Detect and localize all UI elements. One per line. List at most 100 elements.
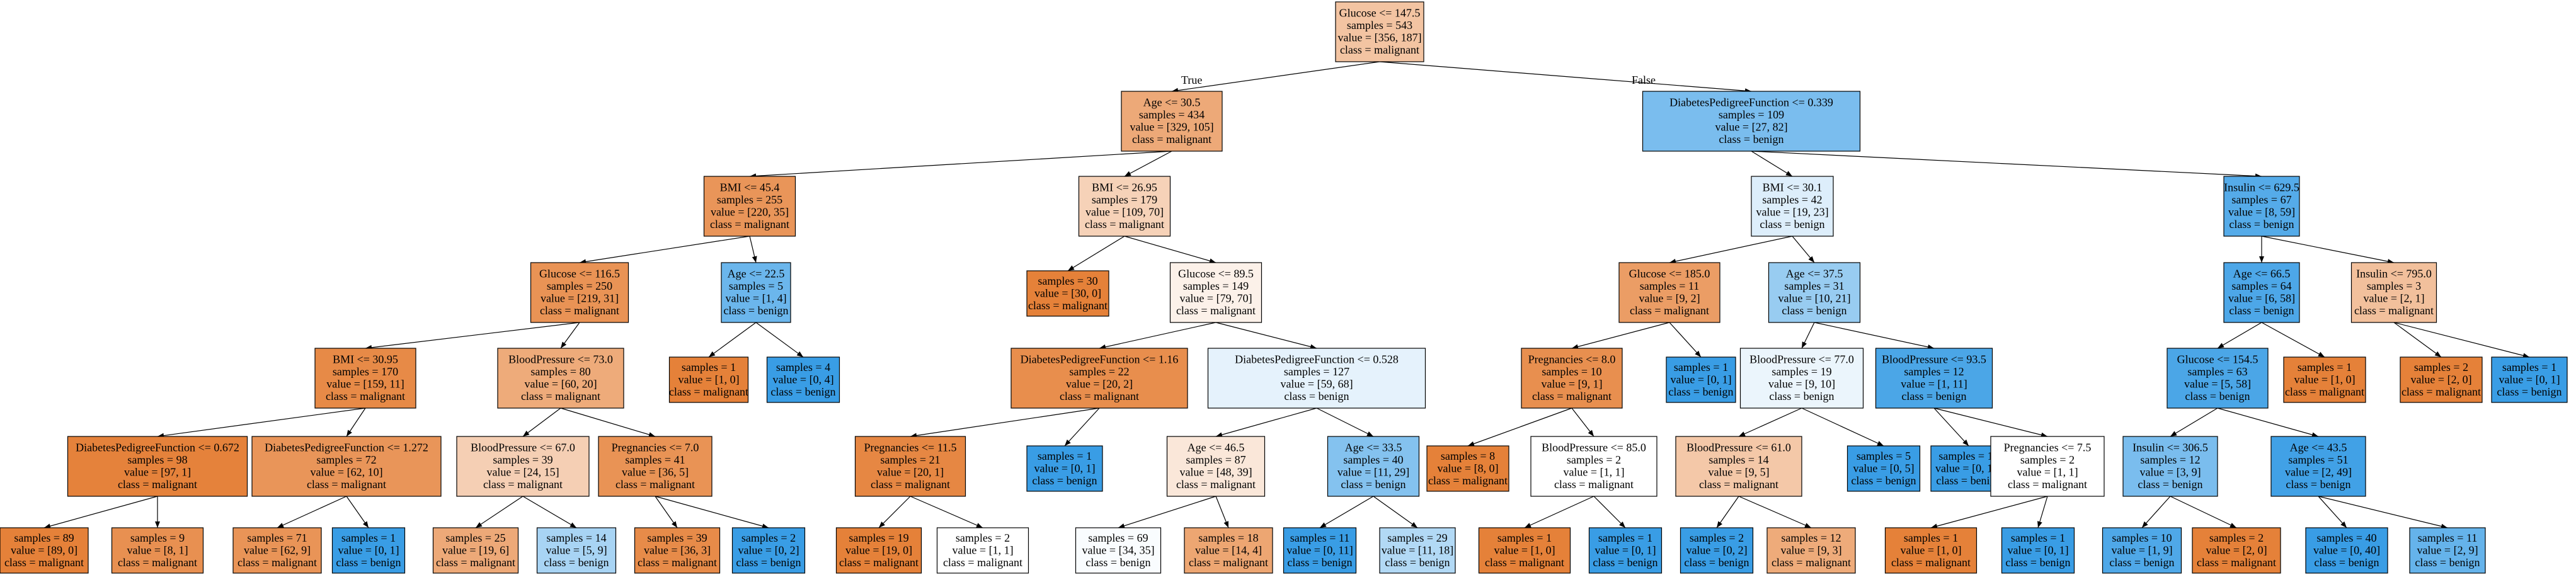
node-text-line: class = benign — [1341, 478, 1405, 491]
node-text-line: class = malignant — [118, 556, 197, 569]
edge-arrowhead-30-47 — [277, 523, 284, 528]
node-text-line: value = [220, 35] — [711, 206, 789, 219]
node-text-line: samples = 21 — [880, 453, 940, 466]
node-box — [936, 527, 1029, 574]
node-box — [111, 527, 204, 574]
node-text-line: class = malignant — [4, 556, 84, 569]
node-text-line: value = [2, 0] — [2206, 544, 2267, 556]
node-text-line: samples = 29 — [1387, 532, 1447, 544]
node-box — [1751, 176, 1834, 237]
edge-arrowhead-20-35 — [1216, 432, 1223, 438]
edge-36-58 — [1373, 496, 1418, 528]
edge-7-15 — [365, 322, 580, 349]
node-text-line: class = benign — [336, 556, 401, 569]
node-text-line: value = [1, 1] — [952, 544, 1013, 556]
edge-30-47 — [277, 496, 347, 528]
node-text-line: DiabetesPedigreeFunction <= 1.272 — [265, 441, 428, 454]
node-text-line: class = malignant — [521, 390, 600, 402]
node-box — [2001, 527, 2075, 574]
node-text-line: BloodPressure <= 93.5 — [1882, 353, 1986, 366]
node-box — [766, 356, 840, 403]
node-box — [331, 527, 406, 574]
node-text-line: value = [1, 0] — [678, 373, 739, 385]
tree-node-2: DiabetesPedigreeFunction <= 0.339samples… — [1642, 91, 1861, 152]
node-text-line: class = malignant — [2197, 556, 2276, 569]
node-box — [1478, 527, 1571, 574]
node-text-line: value = [0, 1] — [2499, 373, 2560, 385]
node-box — [1666, 356, 1736, 403]
node-text-line: class = malignant — [1176, 478, 1256, 491]
edge-38-59 — [1524, 496, 1594, 528]
node-text-line: samples = 11 — [1290, 532, 1349, 544]
node-text-line: Glucose <= 185.0 — [1629, 268, 1710, 280]
edge-44-68 — [2318, 496, 2448, 528]
node-text-line: samples = 19 — [849, 532, 908, 544]
node-box — [2167, 348, 2269, 409]
node-text-line: value = [0, 10] — [1935, 462, 2002, 474]
node-text-line: value = [36, 5] — [622, 466, 689, 479]
edge-arrowhead-35-55 — [1118, 523, 1125, 528]
node-box — [2192, 527, 2281, 574]
node-text-line: class = malignant — [839, 556, 919, 569]
node-text-line: samples = 72 — [316, 453, 376, 466]
edge-43-65 — [2141, 496, 2171, 528]
edge-arrowhead-15-30 — [346, 430, 352, 436]
edge-arrowhead-4-10 — [1209, 258, 1216, 264]
node-box — [1739, 348, 1864, 409]
node-text-line: Insulin <= 629.5 — [2224, 181, 2299, 194]
node-text-line: value = [11, 18] — [1382, 544, 1453, 556]
node-text-line: value = [1, 0] — [2294, 373, 2355, 385]
edge-29-45 — [43, 496, 158, 528]
edge-0-1 — [1171, 61, 1380, 92]
node-text-line: class = benign — [723, 304, 788, 317]
node-text-line: samples = 30 — [1038, 275, 1097, 287]
node-text-line: value = [2, 49] — [2285, 466, 2352, 479]
node-text-line: value = [60, 20] — [524, 378, 597, 390]
node-box — [432, 527, 519, 574]
node-text-line: samples = 149 — [1183, 280, 1249, 292]
node-box — [1675, 436, 1802, 497]
node-text-line: class = benign — [1668, 385, 1733, 398]
edge-arrowhead-35-56 — [1223, 521, 1228, 528]
node-box — [2409, 527, 2486, 574]
node-text-line: value = [329, 105] — [1130, 121, 1213, 134]
edge-arrowhead-30-48 — [362, 521, 369, 528]
node-box — [536, 527, 617, 574]
node-text-line: class = benign — [544, 556, 609, 569]
edge-arrowhead-36-58 — [1411, 521, 1417, 528]
edge-42-63 — [1930, 496, 2048, 528]
node-text-line: samples = 10 — [2112, 532, 2172, 544]
node-text-line: value = [19, 0] — [845, 544, 912, 556]
edge-20-35 — [1215, 407, 1317, 437]
node-text-line: samples = 127 — [1284, 365, 1349, 378]
node-text-line: value = [0, 1] — [1034, 462, 1095, 474]
node-text-line: samples = 5 — [1857, 450, 1911, 462]
edge-23-39 — [1738, 407, 1802, 437]
node-text-line: BMI <= 26.95 — [1092, 181, 1157, 194]
edge-24-41 — [1933, 407, 1969, 447]
node-text-line: class = benign — [1684, 556, 1749, 569]
node-text-line: class = malignant — [1189, 556, 1268, 569]
edge-arrowhead-43-65 — [2142, 521, 2148, 528]
node-text-line: samples = 98 — [127, 453, 187, 466]
node-text-line: samples = 10 — [1542, 365, 1601, 378]
node-text-line: value = [9, 3] — [1780, 544, 1841, 556]
edge-arrowhead-23-39 — [1739, 431, 1746, 436]
edge-arrowhead-8-18 — [796, 351, 803, 357]
edge-arrowhead-36-57 — [1320, 522, 1327, 528]
